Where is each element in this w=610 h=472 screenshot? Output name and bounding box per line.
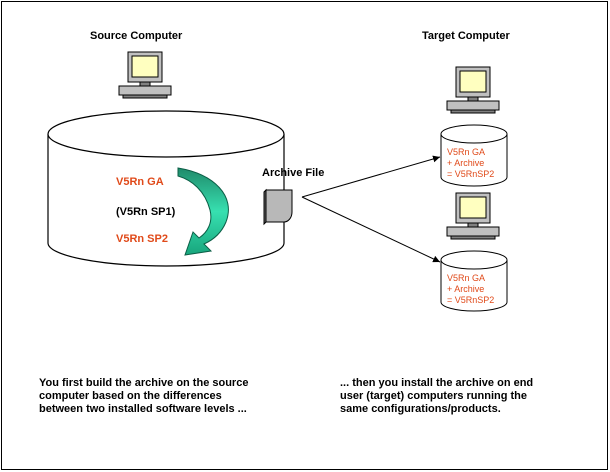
caption-right: ... then you install the archive on end … (340, 377, 533, 416)
source-computer-title: Source Computer (90, 30, 183, 42)
target-computer-icon-1 (446, 66, 500, 114)
target-disk-1-line-1: V5Rn GA (447, 147, 486, 157)
arrow-to-target-2 (301, 196, 441, 263)
source-level-sp2: V5Rn SP2 (116, 233, 168, 245)
target-disk-2-line-3: = V5RnSP2 (447, 295, 495, 305)
curved-arrow-icon (177, 167, 229, 256)
target-disk-2-line-2: + Archive (447, 284, 485, 294)
caption-left-line-3: between two installed software levels ..… (39, 403, 247, 415)
source-computer-icon (118, 51, 172, 99)
target-computer-title: Target Computer (422, 30, 510, 42)
archive-file-label: Archive File (262, 167, 325, 179)
target-disk-2-line-1: V5Rn GA (447, 273, 486, 283)
target-disk-1-line-2: + Archive (447, 158, 485, 168)
caption-left-line-2: computer based on the differences (39, 390, 222, 402)
caption-right-line-2: user (target) computers running the (340, 390, 528, 402)
target-disk-1 (440, 124, 508, 187)
source-level-ga: V5Rn GA (116, 176, 164, 188)
caption-left-line-1: You first build the archive on the sourc… (39, 377, 249, 389)
archive-file-icon (263, 188, 293, 226)
source-level-sp1: (V5Rn SP1) (116, 206, 176, 218)
target-computer-icon-2 (446, 192, 500, 240)
caption-left: You first build the archive on the sourc… (39, 377, 248, 416)
target-disk-2 (440, 250, 508, 312)
caption-right-line-1: ... then you install the archive on end (340, 377, 534, 389)
caption-right-line-3: same configurations/products. (340, 403, 501, 415)
source-disk (47, 110, 285, 267)
arrow-to-target-1 (301, 155, 441, 198)
target-disk-1-line-3: = V5RnSP2 (447, 169, 495, 179)
